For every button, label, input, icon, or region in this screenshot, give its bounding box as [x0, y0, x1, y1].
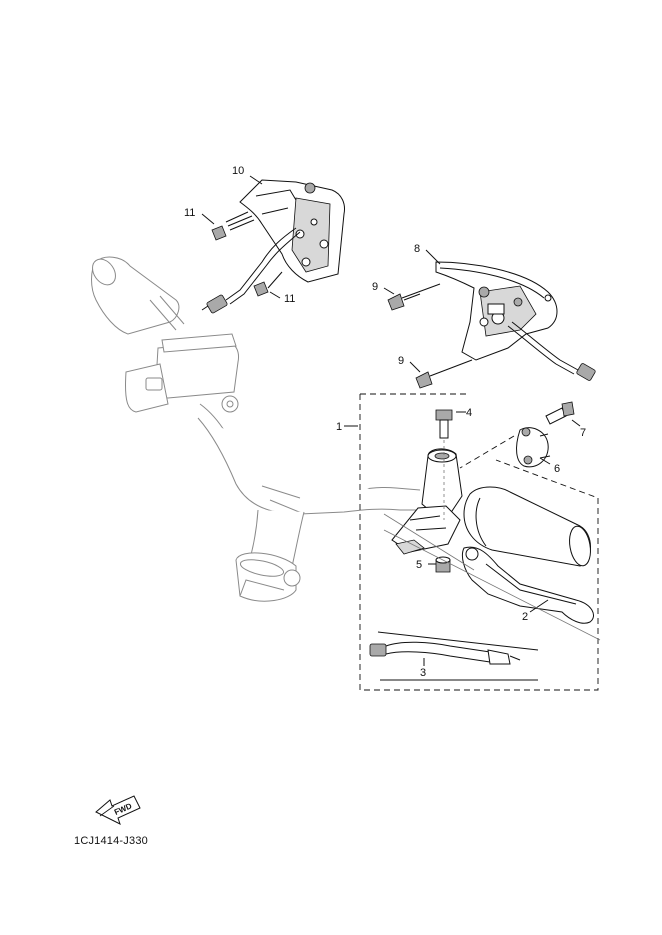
bolt-7	[545, 401, 575, 425]
callout-4: 4	[466, 407, 472, 419]
leader-11b	[269, 291, 281, 299]
leader-10	[249, 175, 263, 185]
phantom-line	[383, 513, 475, 571]
assembly-box	[359, 393, 599, 691]
callout-6: 6	[554, 463, 560, 475]
callout-11-upper: 11	[184, 207, 195, 219]
callout-10: 10	[232, 165, 244, 177]
screw-9-upper	[387, 283, 441, 311]
right-grip	[463, 486, 591, 567]
callout-2: 2	[522, 611, 528, 623]
right-switch-housing	[435, 261, 596, 381]
fwd-arrow-icon: FWD	[95, 795, 141, 825]
clamp-6	[459, 427, 551, 469]
brake-switch-cable	[369, 631, 539, 681]
callout-7: 7	[580, 427, 586, 439]
callout-5: 5	[416, 559, 422, 571]
screw-11-lower	[253, 271, 283, 297]
callout-1: 1	[336, 421, 342, 433]
screw-9-lower	[415, 359, 473, 389]
nut-5	[435, 556, 451, 573]
callout-3: 3	[420, 667, 426, 679]
left-switch-housing	[201, 179, 345, 314]
leader-9a	[383, 287, 395, 295]
bolt-4	[435, 409, 453, 520]
handlebar	[91, 256, 421, 602]
callout-11-lower: 11	[284, 293, 295, 305]
leader-7	[571, 419, 581, 427]
callout-9-lower: 9	[398, 355, 404, 367]
leader-6	[539, 457, 551, 465]
brake-lever	[461, 546, 594, 624]
screw-11-upper	[211, 211, 255, 241]
lever-bracket	[391, 448, 463, 555]
callout-8: 8	[414, 243, 420, 255]
phantom-line-2	[383, 529, 601, 641]
leader-11a	[201, 213, 215, 225]
drawing-code: 1CJ1414-J330	[74, 835, 148, 847]
leader-2	[529, 599, 549, 613]
leader-9b	[409, 361, 421, 373]
leader-8	[425, 249, 441, 265]
callout-9-upper: 9	[372, 281, 378, 293]
